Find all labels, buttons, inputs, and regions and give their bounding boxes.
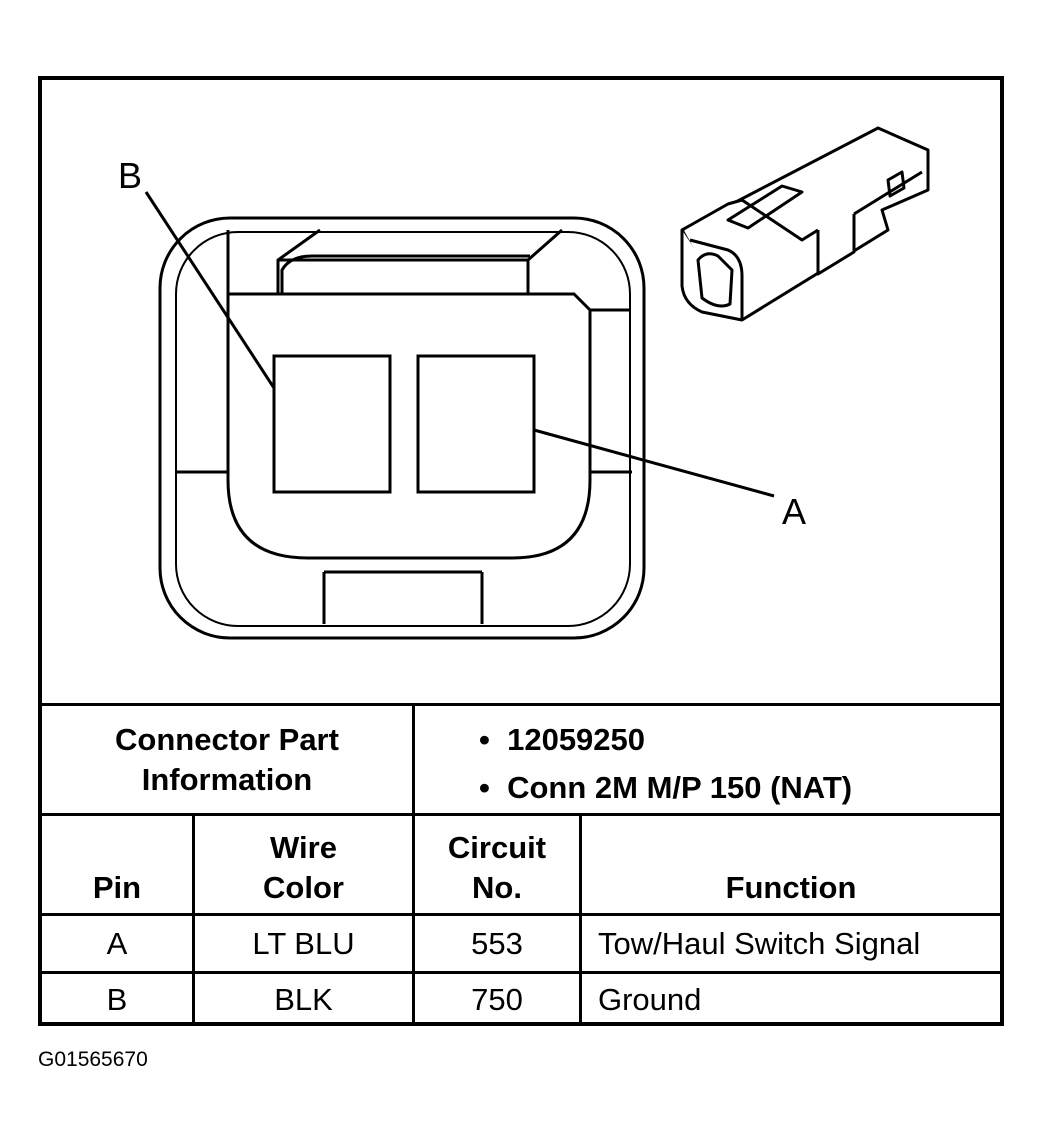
connector-terminal-body — [226, 292, 592, 560]
header-circuit-no: Circuit No. — [412, 816, 579, 913]
header-pin: Pin — [92, 870, 142, 905]
connector-top-tab-outline — [280, 254, 530, 294]
connector-inner-ring — [175, 231, 631, 627]
figure-id: G01565670 — [38, 1048, 148, 1071]
connector-bottom-segment — [322, 570, 484, 624]
connector-info-label-line2: Information — [141, 762, 313, 797]
diagram-frame: B A Connector Part Information • 1205925… — [38, 76, 1004, 1026]
table-header-row: Pin Wire Color Circuit No. Function — [42, 813, 1000, 913]
cell-pin: B — [106, 982, 128, 1017]
connector-side-segments — [176, 308, 632, 474]
cell-function: Ground — [579, 974, 1000, 1026]
cell-circuit: 750 — [412, 974, 579, 1026]
connector-top-tab — [226, 228, 563, 294]
callout-b-label: B — [118, 155, 142, 196]
connector-info-label-line1: Connector Part — [115, 722, 339, 757]
connector-diagram: B A — [118, 126, 930, 640]
bullet-icon: • — [479, 770, 508, 805]
connector-info-values-cell: • 12059250 • Conn 2M M/P 150 (NAT) — [412, 706, 1000, 813]
cell-function: Tow/Haul Switch Signal — [579, 916, 1000, 971]
cell-circuit: 553 — [412, 916, 579, 971]
table-row: A LT BLU 553 Tow/Haul Switch Signal — [42, 913, 1000, 971]
callout-b-leader — [144, 191, 276, 389]
connector-part-number: • 12059250 — [479, 722, 646, 757]
bullet-icon: • — [479, 722, 508, 757]
callout-a-label: A — [782, 491, 806, 532]
callout-a-leader — [533, 428, 775, 498]
connector-info-label-cell: Connector Part Information — [42, 706, 412, 813]
connector-description: • Conn 2M M/P 150 (NAT) — [479, 770, 853, 805]
connector-outer-housing — [158, 216, 646, 640]
connector-3d-illustration — [680, 126, 930, 322]
terminal-cavity-a — [416, 354, 536, 494]
header-function: Function — [579, 816, 1000, 913]
header-wire-color: Wire Color — [192, 816, 412, 913]
terminal-cavity-b — [272, 354, 392, 494]
cell-pin: A — [106, 926, 128, 961]
table-row: B BLK 750 Ground — [42, 971, 1000, 1026]
cell-wire-color: LT BLU — [192, 916, 412, 971]
cell-wire-color: BLK — [192, 974, 412, 1026]
connector-info-row: Connector Part Information • 12059250 • … — [42, 703, 1000, 813]
